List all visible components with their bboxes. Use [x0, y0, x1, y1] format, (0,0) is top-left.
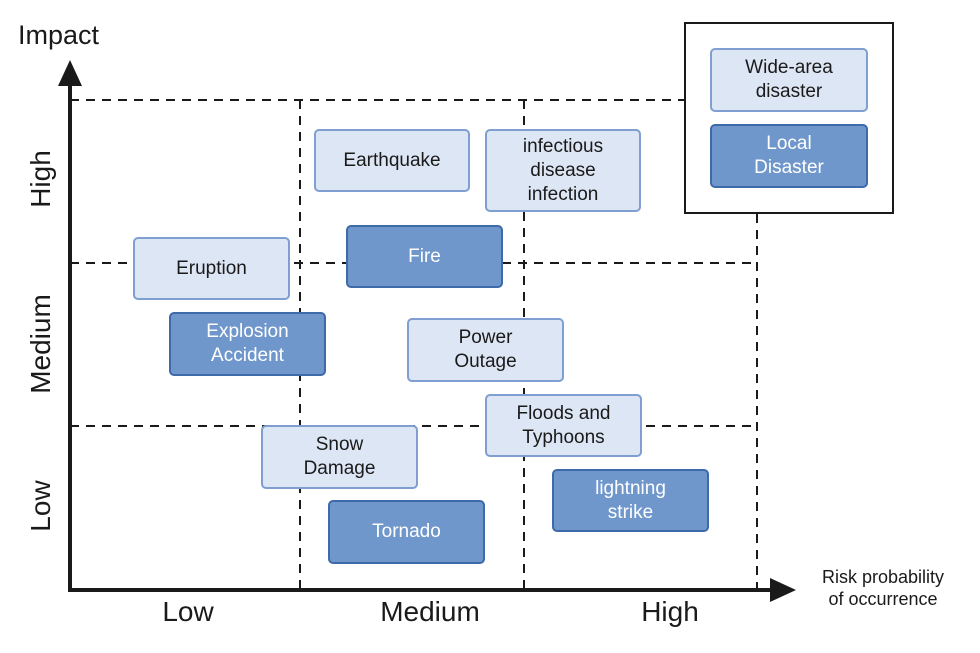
x-tick-low: Low [162, 596, 214, 627]
box-floods-typhoons: Floods and Typhoons [485, 394, 642, 457]
y-tick-high: High [25, 150, 56, 208]
x-axis-title: Risk probability of occurrence [798, 566, 968, 610]
legend-wide-line1: Wide-area [745, 57, 833, 78]
box-explosion-line2: Accident [211, 345, 284, 366]
x-axis-title-line2: of occurrence [828, 589, 938, 609]
legend-wide-area: Wide-area disaster [710, 48, 868, 112]
legend-local-line1: Local [766, 133, 812, 154]
y-tick-low: Low [25, 480, 56, 532]
box-floods-line1: Floods and [516, 402, 611, 424]
box-tornado: Tornado [328, 500, 485, 564]
box-explosion-line1: Explosion [206, 321, 289, 342]
x-axis-title-line1: Risk probability [821, 567, 945, 587]
box-eruption: Eruption [133, 237, 290, 300]
x-tick-medium: Medium [380, 596, 480, 627]
legend-local-line2: Disaster [754, 157, 824, 178]
box-fire-line1: Fire [408, 245, 441, 267]
box-eruption-line1: Eruption [176, 257, 247, 279]
box-snow-line2: Damage [303, 458, 376, 479]
box-tornado-line1: Tornado [372, 521, 441, 542]
box-power-outage: Power Outage [407, 318, 564, 382]
box-fire: Fire [346, 225, 503, 288]
box-explosion-accident: Explosion Accident [169, 312, 326, 376]
box-power-line1: Power [458, 327, 513, 348]
box-power-line2: Outage [454, 351, 517, 372]
box-snow-line1: Snow [315, 434, 364, 455]
x-tick-high: High [641, 596, 699, 627]
x-axis-arrow-icon [770, 578, 796, 602]
box-lightning-line1: lightning [595, 477, 666, 499]
box-earthquake-line1: Earthquake [343, 149, 441, 171]
box-floods-line2: Typhoons [522, 426, 605, 448]
box-infectious-disease: infectious disease infection [485, 129, 641, 212]
y-axis-arrow-icon [58, 60, 82, 86]
box-lightning-strike: lightning strike [552, 469, 709, 532]
legend-local: Local Disaster [710, 124, 868, 188]
box-earthquake: Earthquake [314, 129, 470, 192]
legend-wide-line2: disaster [755, 81, 823, 102]
y-tick-medium: Medium [25, 294, 56, 394]
box-infectious-line3: infection [527, 183, 599, 205]
box-infectious-line2: disease [530, 159, 596, 181]
y-axis-title: Impact [18, 20, 100, 50]
box-lightning-line2: strike [607, 501, 654, 523]
box-snow-damage: Snow Damage [261, 425, 418, 489]
box-infectious-line1: infectious [522, 135, 604, 157]
